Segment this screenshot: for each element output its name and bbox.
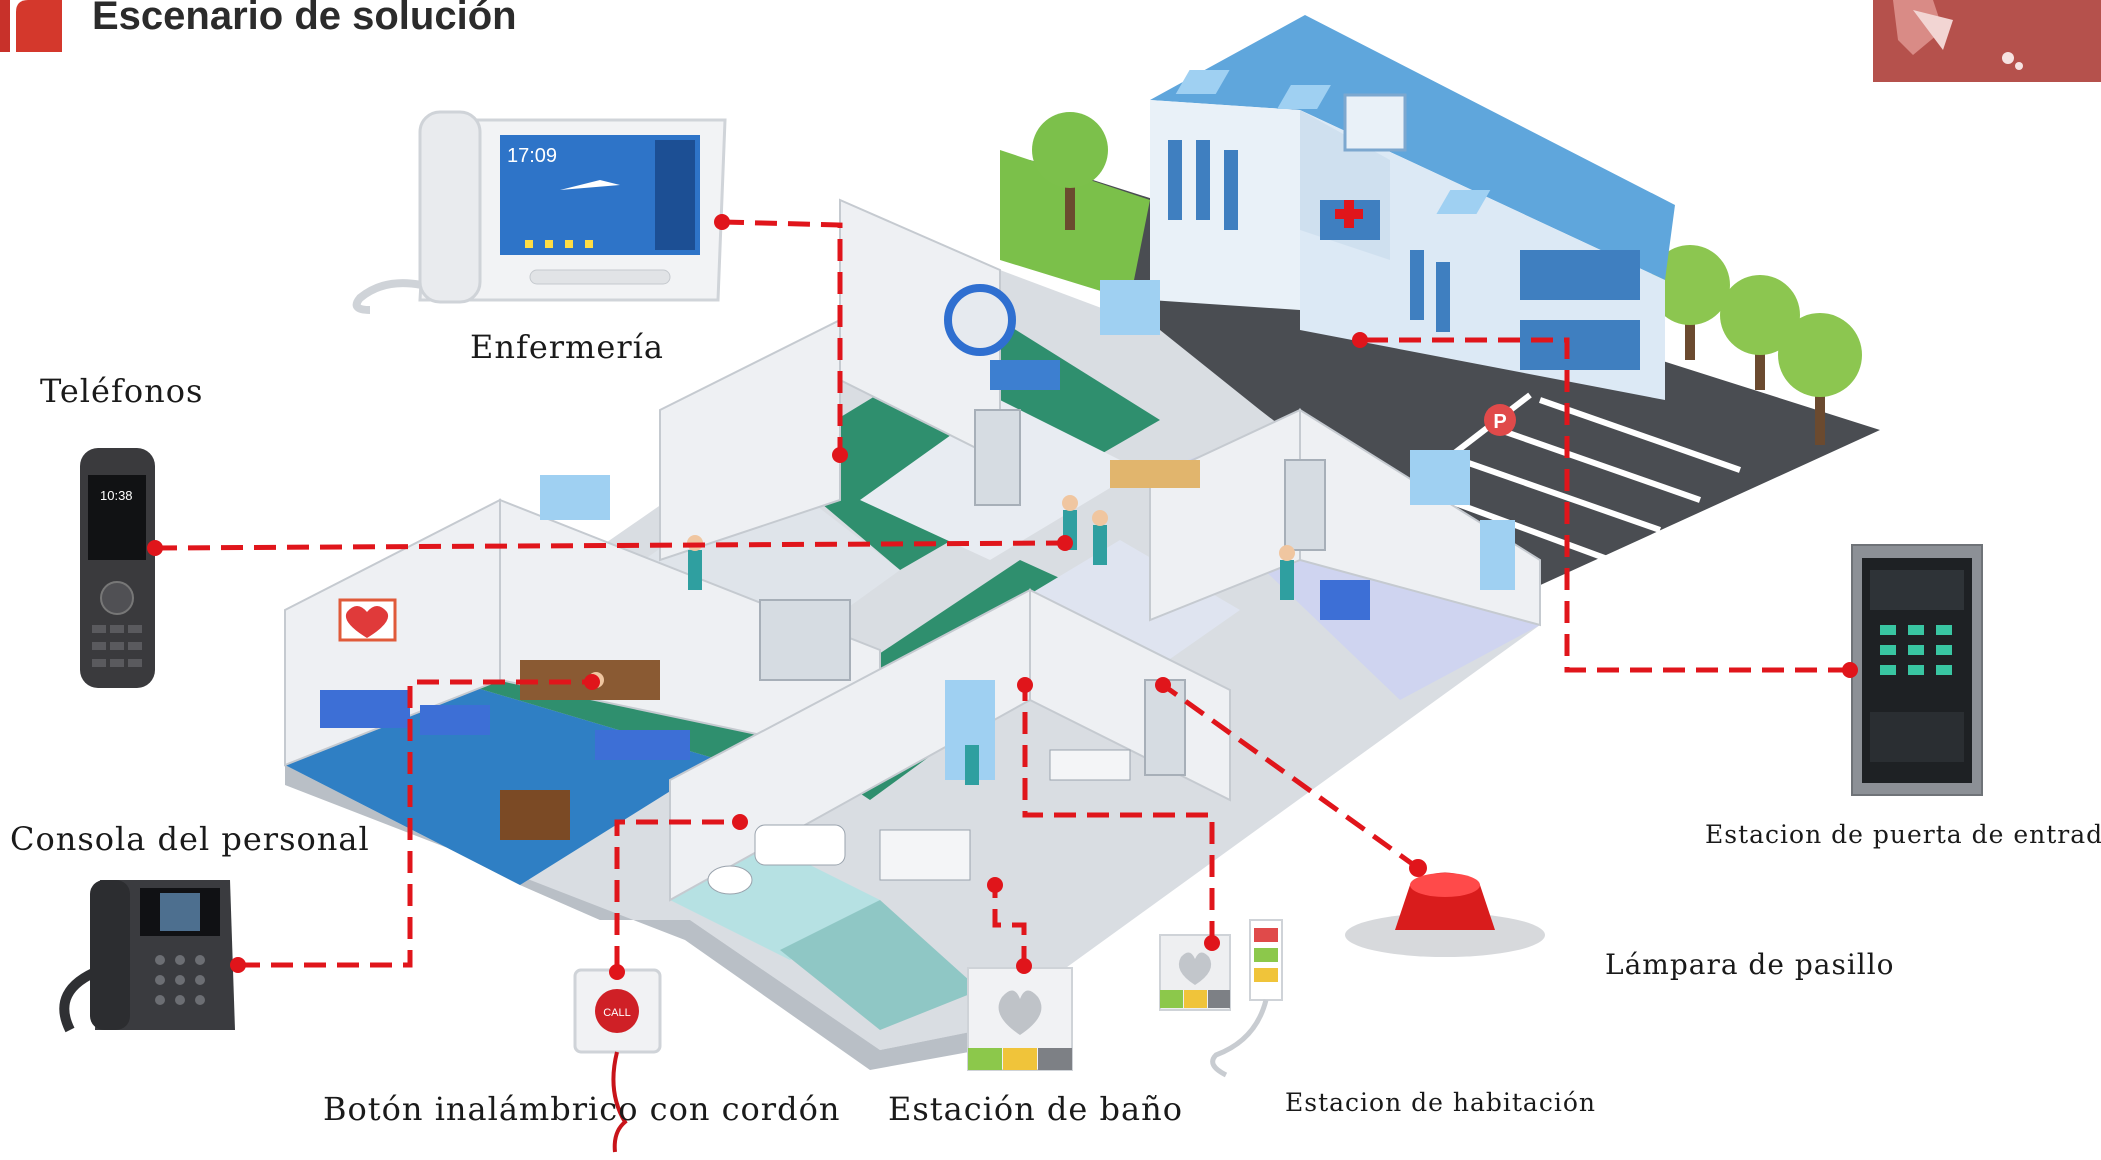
page-title: Escenario de solución <box>92 0 517 38</box>
label-staff-console: Consola del personal <box>10 820 370 858</box>
label-corridor-lamp: Lámpara de pasillo <box>1605 948 1895 981</box>
hospital-building: P <box>1150 15 1675 436</box>
connection-endpoints <box>147 214 1858 980</box>
corridor-lamp-device <box>1345 872 1545 957</box>
connection-lines <box>154 219 1850 968</box>
parking-icon: P <box>1484 404 1516 436</box>
label-phones: Teléfonos <box>40 372 204 410</box>
tree <box>1650 245 1730 360</box>
tree <box>1720 275 1800 390</box>
hospital-cross-icon <box>1335 200 1363 228</box>
pull-cord-button-device: CALL <box>573 968 662 1153</box>
label-room-station: Estacion de habitación <box>1285 1088 1596 1117</box>
bathroom-station-device <box>967 967 1073 1071</box>
nurse-station-device: 17:09 <box>352 110 727 314</box>
label-door-station: Estacion de puerta de entrada <box>1705 820 2101 849</box>
corner-logo-icon <box>1873 0 2101 82</box>
staff-console-device <box>59 880 235 1033</box>
label-pull-cord-button: Botón inalámbrico con cordón <box>323 1090 841 1128</box>
handset-screen-time: 10:38 <box>100 488 133 503</box>
handset-device: 10:38 <box>80 448 155 688</box>
tree <box>1778 313 1862 445</box>
label-nurse-station: Enfermería <box>470 328 664 366</box>
call-button-text: CALL <box>603 1007 631 1019</box>
heart-icon <box>345 606 389 638</box>
title-mark-icon <box>0 0 62 52</box>
svg-text:P: P <box>1493 411 1506 433</box>
tree <box>1032 112 1108 230</box>
room-station-device <box>1159 919 1283 1078</box>
door-station-device <box>1851 544 1983 796</box>
nurse-screen-time: 17:09 <box>507 145 557 167</box>
label-bathroom-station: Estación de baño <box>888 1090 1183 1128</box>
